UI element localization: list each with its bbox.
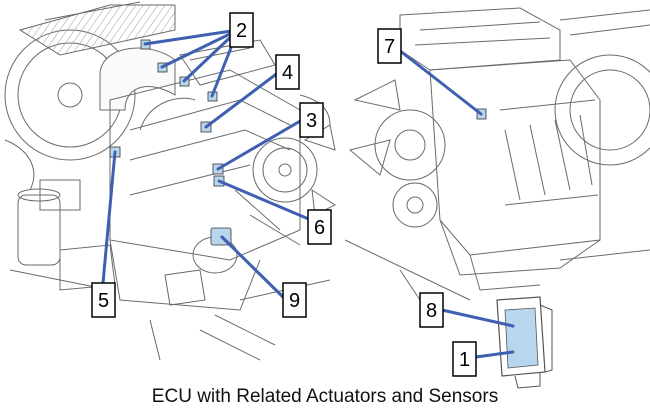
label-5: 5: [91, 282, 116, 318]
svg-text:3: 3: [306, 110, 317, 132]
left-engine-drawing: [4, 1, 337, 361]
label-2: 2: [229, 12, 254, 48]
right-engine-drawing: [344, 7, 650, 301]
leader-6: [217, 179, 313, 222]
svg-text:4: 4: [282, 62, 293, 84]
svg-text:5: 5: [98, 290, 109, 312]
leader-lines: [101, 28, 515, 359]
leader-3: [216, 118, 304, 171]
ecu-module: [496, 296, 553, 389]
leader-4: [204, 70, 281, 129]
leader-2b: [160, 28, 240, 69]
svg-text:7: 7: [384, 36, 395, 58]
leader-1: [474, 350, 515, 359]
label-7: 7: [377, 28, 402, 64]
svg-text:1: 1: [459, 349, 470, 371]
leader-8: [440, 308, 515, 328]
svg-text:6: 6: [314, 217, 325, 239]
leader-7: [397, 48, 483, 116]
leader-2a: [143, 28, 240, 46]
label-6: 6: [307, 209, 332, 245]
leader-9: [220, 235, 285, 299]
leader-5: [101, 150, 117, 285]
label-1: 1: [452, 341, 477, 377]
figure-caption: ECU with Related Actuators and Sensors: [151, 386, 499, 407]
label-3: 3: [299, 102, 324, 138]
svg-text:2: 2: [236, 20, 247, 42]
leader-2c: [182, 28, 240, 83]
svg-text:8: 8: [426, 300, 437, 322]
label-4: 4: [275, 54, 300, 90]
svg-text:9: 9: [289, 290, 300, 312]
label-9: 9: [282, 282, 307, 318]
label-8: 8: [419, 292, 444, 328]
label-boxes: 2 4 3 6 5 9 7 8: [91, 12, 477, 377]
